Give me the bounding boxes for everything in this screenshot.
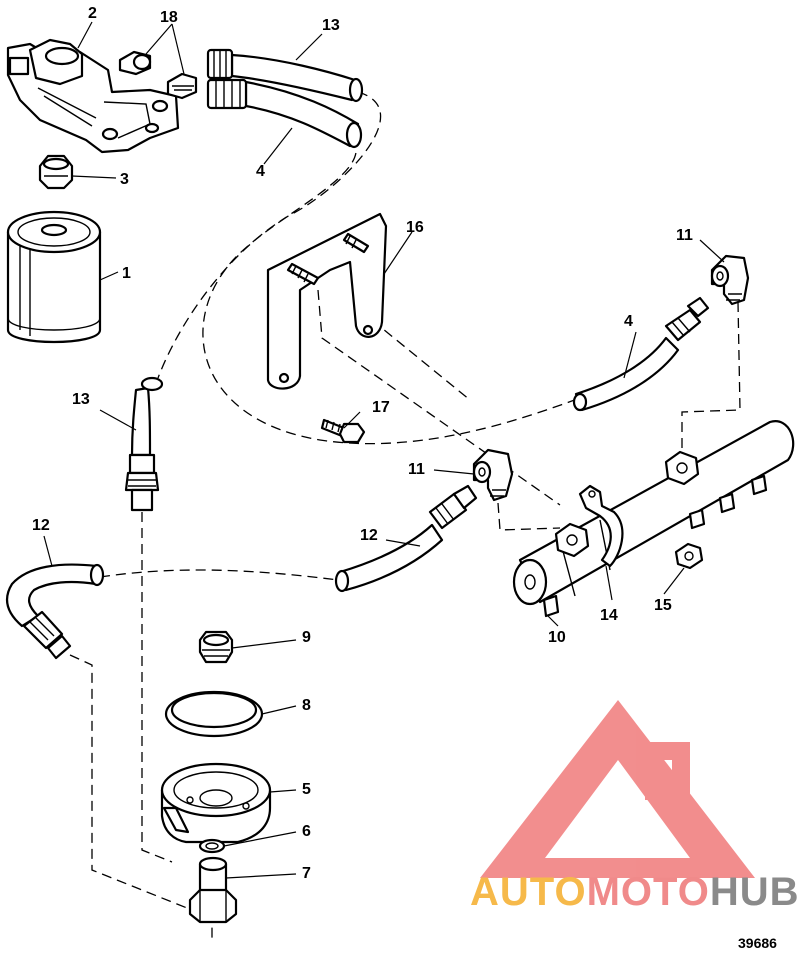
callout-13-lower: 13 xyxy=(72,391,90,408)
nut-15 xyxy=(674,542,704,570)
callout-17: 17 xyxy=(372,399,390,416)
callout-12-right: 12 xyxy=(360,527,378,544)
fitting-9 xyxy=(198,630,234,664)
figure-number: 39686 xyxy=(738,935,777,951)
o-ring-8 xyxy=(164,690,264,738)
callout-12-left: 12 xyxy=(32,517,50,534)
adapter-fitting-7 xyxy=(188,856,238,924)
watermark-hub: HUB xyxy=(710,870,800,914)
clamp-14 xyxy=(578,484,624,568)
callout-6: 6 xyxy=(302,823,311,840)
callout-labels: 2 18 13 3 4 1 16 11 4 13 17 11 12 12 14 … xyxy=(32,5,693,882)
adapter-5 xyxy=(160,762,272,844)
watermark-logo xyxy=(480,700,755,878)
callout-8: 8 xyxy=(302,697,311,714)
elbow-fitting-11-right xyxy=(710,254,750,306)
callout-18: 18 xyxy=(160,9,178,26)
svg-text:AUTOMOTOHUB: AUTOMOTOHUB xyxy=(470,870,800,914)
washer-6 xyxy=(198,838,226,854)
hose-12-left xyxy=(5,563,105,660)
plug-3 xyxy=(38,154,74,190)
watermark-auto: AUTO xyxy=(470,870,587,914)
hose-13-lower xyxy=(124,376,164,512)
callout-14: 14 xyxy=(600,607,618,624)
bolt-17 xyxy=(320,418,366,444)
callout-4-lower: 4 xyxy=(624,313,633,330)
manifold-10 xyxy=(512,420,795,618)
callout-16: 16 xyxy=(406,219,424,236)
callout-9: 9 xyxy=(302,629,311,646)
callout-11-left: 11 xyxy=(408,461,425,478)
watermark-moto: MOTO xyxy=(587,870,710,914)
callout-5: 5 xyxy=(302,781,311,798)
hose-12-right xyxy=(334,484,478,593)
watermark-g-icon xyxy=(640,742,690,800)
filter-mount-bracket xyxy=(6,38,180,154)
hose-4-upper xyxy=(206,78,363,149)
watermark-triangle-icon xyxy=(480,700,755,878)
leader-lines xyxy=(43,21,725,879)
hose-13-upper xyxy=(206,48,364,103)
callout-15: 15 xyxy=(654,597,672,614)
callout-11-right: 11 xyxy=(676,227,693,244)
mounting-bracket-16 xyxy=(266,212,388,390)
watermark-wordmark: AUTOMOTOHUB xyxy=(470,870,800,914)
callout-3: 3 xyxy=(120,171,129,188)
hose-4-lower xyxy=(572,296,710,412)
oil-filter xyxy=(6,210,102,344)
callout-1: 1 xyxy=(122,265,131,282)
callout-10: 10 xyxy=(548,629,566,646)
callout-4-upper: 4 xyxy=(256,163,265,180)
callout-13-upper: 13 xyxy=(322,17,340,34)
callout-2: 2 xyxy=(88,5,97,22)
elbow-fitting-11-left xyxy=(472,448,514,502)
fitting-18 xyxy=(118,50,198,100)
routing-lines xyxy=(69,91,741,940)
callout-7: 7 xyxy=(302,865,311,882)
